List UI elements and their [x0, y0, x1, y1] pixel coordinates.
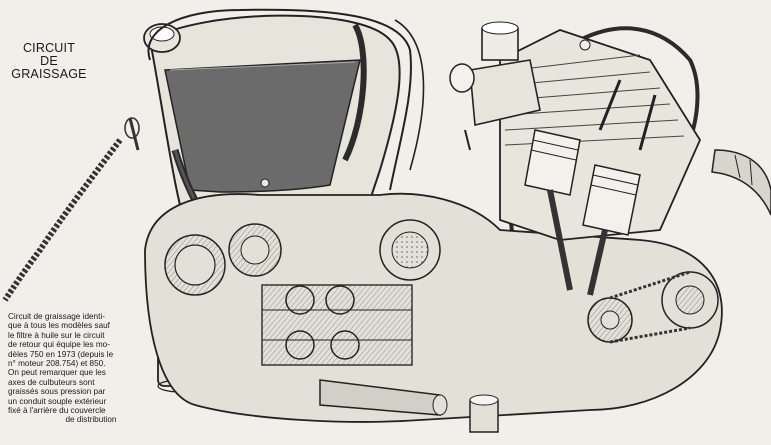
title-line: GRAISSAGE — [11, 67, 87, 81]
gearbox-gears — [164, 223, 413, 366]
timing-drive — [587, 270, 719, 344]
caption-line: On peut remarquer que les — [8, 368, 106, 378]
diagram-caption: Circuit de graissage identi- que à tous … — [8, 312, 174, 425]
caption-line: dèles 750 en 1973 (depuis le — [8, 349, 114, 359]
output-shaft — [319, 379, 448, 416]
carburettor — [449, 21, 541, 151]
caption-line: de retour qui équipe les mo- — [8, 340, 110, 350]
title-line: DE — [40, 54, 58, 68]
caption-line: le filtre à huile sur le circuit — [8, 330, 105, 340]
caption-line: de distribution — [65, 415, 117, 425]
breather-hose — [2, 117, 140, 302]
caption-line: fixé à l'arrière du couvercle — [8, 406, 106, 416]
caption-line: que à tous les modèles sauf — [8, 321, 110, 331]
piston-right — [582, 164, 641, 236]
cylinders — [499, 29, 702, 296]
caption-line: Circuit de graissage identi- — [8, 312, 105, 321]
title-line: CIRCUIT — [22, 41, 76, 55]
caption-line: graissés sous pression par — [8, 387, 106, 397]
exhaust-pipe — [711, 149, 771, 216]
frame-tubes — [147, 8, 425, 191]
oil-tank — [143, 14, 401, 242]
caption-line: un conduit souple extérieur — [8, 396, 107, 406]
piston-left — [524, 129, 581, 196]
caption-line: axes de culbuteurs sont — [8, 377, 95, 387]
caption-line: n° moteur 208.754) et 850. — [8, 359, 106, 369]
crankcase — [144, 192, 723, 433]
diagram-title: CIRCUIT DE GRAISSAGE — [6, 42, 92, 81]
